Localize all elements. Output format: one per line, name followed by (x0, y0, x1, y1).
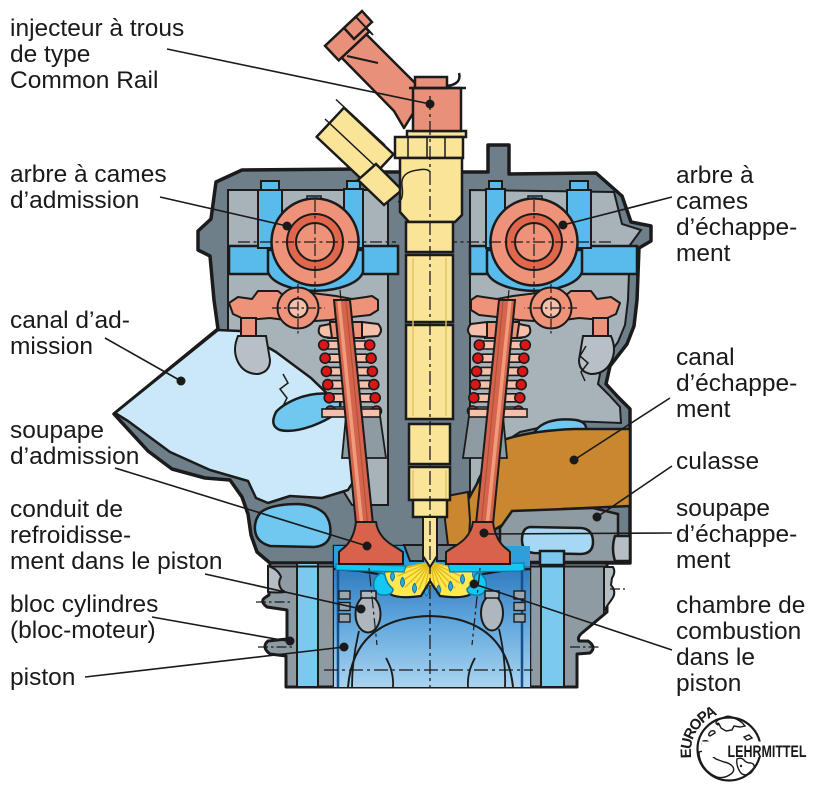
svg-text:arbre à cames: arbre à cames (10, 161, 167, 188)
svg-text:bloc cylindres: bloc cylindres (10, 591, 158, 618)
svg-text:Common Rail: Common Rail (10, 67, 158, 94)
svg-text:de type: de type (10, 41, 90, 68)
svg-text:d’admission: d’admission (10, 187, 139, 214)
svg-text:ment: ment (676, 547, 731, 574)
svg-text:cames: cames (676, 188, 748, 215)
svg-text:canal d’ad-: canal d’ad- (10, 307, 130, 334)
svg-text:injecteur à trous: injecteur à trous (10, 15, 184, 42)
svg-text:ment: ment (676, 396, 731, 423)
svg-text:d’admission: d’admission (10, 443, 139, 470)
svg-text:combustion: combustion (676, 618, 801, 645)
svg-text:soupape: soupape (10, 417, 104, 444)
svg-text:d’échappe-: d’échappe- (676, 370, 797, 397)
svg-text:ment: ment (676, 240, 731, 267)
svg-text:LEHRMITTEL: LEHRMITTEL (728, 742, 807, 761)
svg-text:ment dans le piston: ment dans le piston (10, 548, 222, 575)
svg-text:conduit de: conduit de (10, 496, 123, 523)
svg-text:canal: canal (676, 344, 735, 371)
svg-text:piston: piston (676, 670, 741, 697)
svg-text:piston: piston (10, 664, 75, 691)
svg-text:chambre de: chambre de (676, 592, 805, 619)
svg-text:(bloc-moteur): (bloc-moteur) (10, 617, 156, 644)
svg-text:d’échappe-: d’échappe- (676, 214, 797, 241)
svg-text:arbre à: arbre à (676, 162, 754, 189)
svg-text:refroidisse-: refroidisse- (10, 522, 131, 549)
svg-text:mission: mission (10, 333, 93, 360)
svg-text:d’échappe-: d’échappe- (676, 521, 797, 548)
svg-text:culasse: culasse (676, 448, 759, 475)
svg-text:soupape: soupape (676, 495, 770, 522)
svg-text:dans le: dans le (676, 644, 755, 671)
